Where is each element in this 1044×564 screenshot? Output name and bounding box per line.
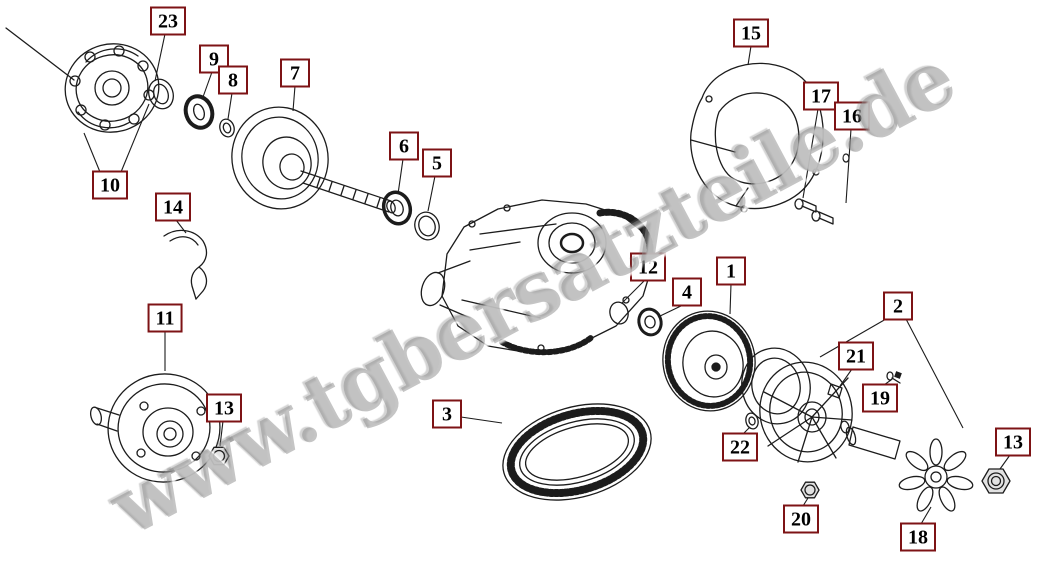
part-label-23[interactable]: 23 (150, 6, 186, 36)
part-label-11[interactable]: 11 (147, 303, 183, 333)
drive-belt-3-drawing (502, 403, 652, 501)
bearing-6-drawing (381, 190, 413, 226)
part-label-13-right[interactable]: 13 (995, 427, 1031, 457)
leader-line-12 (621, 279, 646, 304)
leader-line-2 (905, 318, 964, 429)
fan-18-drawing (898, 438, 974, 512)
part-label-12[interactable]: 12 (630, 252, 666, 282)
part-label-13-left[interactable]: 13 (206, 393, 242, 423)
leader-line-2 (819, 318, 887, 358)
bushing-drawing (840, 420, 901, 460)
washer-8-drawing (219, 118, 235, 138)
part-label-17[interactable]: 17 (803, 81, 839, 111)
leader-line-13-right (999, 454, 1011, 470)
leader-lines (83, 33, 1011, 525)
part-label-1[interactable]: 1 (716, 256, 746, 286)
part-label-8[interactable]: 8 (218, 65, 248, 95)
part-label-6[interactable]: 6 (389, 131, 419, 161)
part-label-5[interactable]: 5 (422, 148, 452, 178)
ring-23-drawing (148, 78, 174, 110)
part-label-22[interactable]: 22 (722, 432, 758, 462)
crankshaft-axis-line (5, 27, 75, 81)
leader-line-6 (397, 158, 404, 195)
part-label-18[interactable]: 18 (900, 522, 936, 552)
nut-13-left-drawing (208, 446, 230, 466)
spacer-4-drawing (637, 307, 663, 337)
leader-line-8 (227, 92, 233, 120)
oil-seal-9-drawing (183, 94, 215, 130)
part-label-10[interactable]: 10 (92, 170, 128, 200)
leader-line-23 (154, 33, 166, 82)
fan-cover-15-drawing (690, 62, 824, 213)
washer-22-drawing (745, 412, 759, 430)
variator-2-drawing (741, 347, 853, 463)
drive-face-1-drawing (662, 310, 756, 412)
washer-5-drawing (414, 211, 440, 241)
part-label-4[interactable]: 4 (672, 277, 702, 307)
bolt-19-drawing (886, 371, 902, 384)
part-label-7[interactable]: 7 (280, 58, 310, 88)
part-label-19[interactable]: 19 (862, 383, 898, 413)
leader-line-7 (292, 85, 296, 112)
leader-line-14 (175, 219, 187, 234)
nut-13-right-drawing (981, 468, 1011, 494)
leader-line-17 (802, 108, 819, 199)
leader-line-5 (427, 175, 436, 212)
leader-line-3 (460, 416, 503, 424)
screws-17-16-drawing (794, 153, 850, 225)
nut-20-drawing (800, 481, 820, 499)
part-label-3[interactable]: 3 (432, 399, 462, 429)
clutch-bell-7-drawing (231, 106, 396, 214)
part-label-16[interactable]: 16 (834, 101, 870, 131)
part-label-14[interactable]: 14 (155, 192, 191, 222)
part-label-15[interactable]: 15 (733, 18, 769, 48)
leader-line-16 (845, 128, 852, 204)
leader-line-18 (920, 506, 932, 525)
leader-line-21 (839, 368, 853, 387)
leader-line-10 (120, 103, 150, 173)
leader-line-10 (83, 132, 101, 173)
leader-line-4 (657, 304, 684, 318)
leader-line-13-left (219, 420, 224, 447)
o-ring-12-drawing (609, 301, 629, 325)
part-label-21[interactable]: 21 (838, 341, 874, 371)
leader-line-1 (729, 283, 732, 315)
part-label-2[interactable]: 2 (883, 291, 913, 321)
part-label-20[interactable]: 20 (783, 504, 819, 534)
clutch-carrier-drawing (64, 43, 160, 133)
leader-line-15 (747, 45, 752, 66)
leader-line-9 (202, 71, 213, 98)
fork-14-drawing (163, 229, 208, 300)
slider-21-drawing (827, 383, 843, 399)
